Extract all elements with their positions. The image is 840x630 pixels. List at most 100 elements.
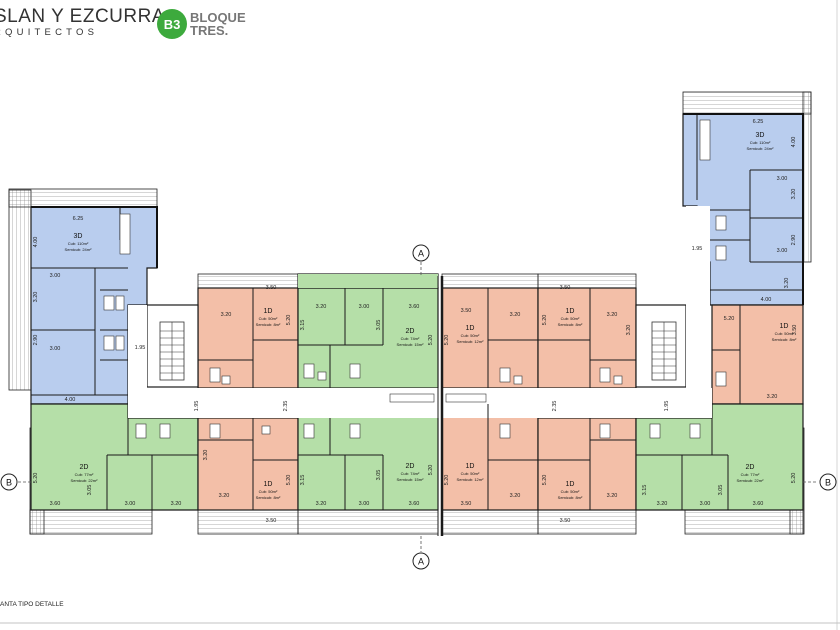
logo-line-2: TRES. [190, 23, 229, 38]
svg-text:3.05: 3.05 [718, 485, 724, 496]
svg-text:3.20: 3.20 [510, 312, 521, 318]
balcony-bot-2d-c [297, 509, 439, 535]
svg-text:3.20: 3.20 [607, 312, 618, 318]
svg-text:Semicub: 12m²: Semicub: 12m² [457, 339, 485, 344]
unit-label-1d-bot-cr: 1D [466, 463, 475, 470]
svg-text:3.20: 3.20 [657, 501, 668, 507]
svg-text:Semicub: 22m²: Semicub: 22m² [737, 478, 765, 483]
svg-text:3.50: 3.50 [792, 325, 798, 336]
corridor-left-vertical [128, 305, 147, 418]
svg-text:Semicub: 24m²: Semicub: 24m² [747, 146, 775, 151]
svg-text:5.20: 5.20 [791, 473, 797, 484]
balcony-top-1d-l [197, 273, 299, 289]
svg-text:2.35: 2.35 [552, 401, 558, 412]
svg-text:5.20: 5.20 [444, 475, 450, 486]
svg-text:3.15: 3.15 [300, 475, 306, 486]
svg-text:Cub: 110m²: Cub: 110m² [68, 241, 89, 246]
section-marker-a-bottom[interactable] [412, 552, 430, 570]
section-marker-a-top[interactable] [412, 244, 430, 262]
svg-text:6.25: 6.25 [73, 216, 84, 222]
unit-labels: 3D Cub: 110m² Semicub: 24m² 3D Cub: 110m… [65, 132, 797, 500]
svg-text:5.20: 5.20 [33, 473, 39, 484]
balcony-3d-right-top [682, 91, 812, 115]
project-logo: B3 BLOQUE TRES. [157, 9, 246, 39]
svg-text:3.20: 3.20 [316, 304, 327, 310]
svg-text:Cub: 77m²: Cub: 77m² [741, 472, 760, 477]
stairs [159, 321, 677, 381]
unit-label-1d-top-cr: 1D [466, 325, 475, 332]
architect-subtitle: RQUITECTOS [0, 27, 99, 38]
unit-label-2d-bot-l: 2D [80, 464, 89, 471]
unit-label-2d-top-c: 2D [406, 328, 415, 335]
svg-text:5.20: 5.20 [428, 465, 434, 476]
svg-text:3.00: 3.00 [359, 501, 370, 507]
svg-text:Cub: 110m²: Cub: 110m² [750, 140, 771, 145]
unit-label-1d-bot-r: 1D [566, 481, 575, 488]
svg-text:1.95: 1.95 [135, 345, 146, 351]
section-marker-b-right[interactable] [819, 473, 837, 491]
circulation [128, 206, 712, 536]
svg-text:3.15: 3.15 [300, 320, 306, 331]
corridor-right-vertical [686, 206, 710, 404]
svg-text:3.05: 3.05 [376, 320, 382, 331]
zone-1d-top-cr [441, 287, 539, 389]
svg-text:4.00: 4.00 [761, 297, 772, 303]
svg-text:3.00: 3.00 [777, 248, 788, 254]
balcony-3d-left [8, 189, 32, 391]
svg-text:4.00: 4.00 [33, 237, 39, 248]
svg-text:3.50: 3.50 [560, 518, 571, 524]
balcony-bot-1d-r [537, 509, 637, 535]
balcony-bot-1d-l [197, 509, 299, 535]
unit-label-1d-top-l: 1D [264, 308, 273, 315]
interior-walls [31, 114, 803, 510]
svg-text:3.60: 3.60 [409, 501, 420, 507]
unit-label-1d-right: 1D [780, 323, 789, 330]
svg-text:2.90: 2.90 [791, 235, 797, 246]
svg-text:3.50: 3.50 [266, 518, 277, 524]
outer-walls [31, 113, 804, 305]
drawing-caption: ANTA TIPO DETALLE [0, 601, 64, 608]
svg-text:Semicub: 8m²: Semicub: 8m² [558, 322, 583, 327]
svg-text:3.15: 3.15 [642, 485, 648, 496]
svg-text:3.00: 3.00 [50, 273, 61, 279]
svg-text:Cub: 50m²: Cub: 50m² [461, 471, 480, 476]
svg-text:Cub: 50m²: Cub: 50m² [561, 316, 580, 321]
svg-text:3.20: 3.20 [171, 501, 182, 507]
svg-text:2.35: 2.35 [283, 401, 289, 412]
svg-text:5.20: 5.20 [542, 475, 548, 486]
svg-text:3.00: 3.00 [700, 501, 711, 507]
svg-text:1.95: 1.95 [664, 401, 670, 412]
unit-label-1d-bot-l: 1D [264, 481, 273, 488]
unit-label-3d-left: 3D [74, 233, 83, 240]
svg-text:5.20: 5.20 [286, 315, 292, 326]
svg-text:Semicub: 8m²: Semicub: 8m² [772, 337, 797, 342]
architect-name: SLAN Y EZCURRA [0, 6, 166, 27]
svg-text:Cub: 74m²: Cub: 74m² [401, 471, 420, 476]
unit-label-3d-right: 3D [756, 132, 765, 139]
svg-text:3.20: 3.20 [316, 501, 327, 507]
svg-text:5.20: 5.20 [444, 335, 450, 346]
balcony-bot-1d-cr [441, 509, 539, 535]
svg-text:4.00: 4.00 [791, 137, 797, 148]
svg-text:3.20: 3.20 [791, 189, 797, 200]
svg-text:5.20: 5.20 [428, 335, 434, 346]
svg-text:3.20: 3.20 [33, 292, 39, 303]
section-marker-b-left[interactable] [0, 473, 18, 491]
balcony-3d-right-side [802, 91, 812, 263]
svg-text:3.00: 3.00 [125, 501, 136, 507]
svg-text:B: B [6, 478, 12, 488]
svg-text:4.00: 4.00 [65, 397, 76, 403]
balcony-top-1d-r [537, 273, 637, 289]
section-markers: A A B B [0, 244, 837, 570]
corridor-main [128, 388, 712, 418]
svg-text:3.20: 3.20 [221, 312, 232, 318]
svg-text:3.60: 3.60 [409, 304, 420, 310]
balcony-top-1d-cr [441, 273, 539, 289]
svg-text:1.95: 1.95 [194, 401, 200, 412]
svg-text:3.60: 3.60 [753, 501, 764, 507]
svg-text:5.20: 5.20 [724, 316, 735, 322]
svg-text:3.05: 3.05 [376, 470, 382, 481]
svg-text:A: A [418, 557, 424, 567]
unit-label-1d-top-r: 1D [566, 308, 575, 315]
